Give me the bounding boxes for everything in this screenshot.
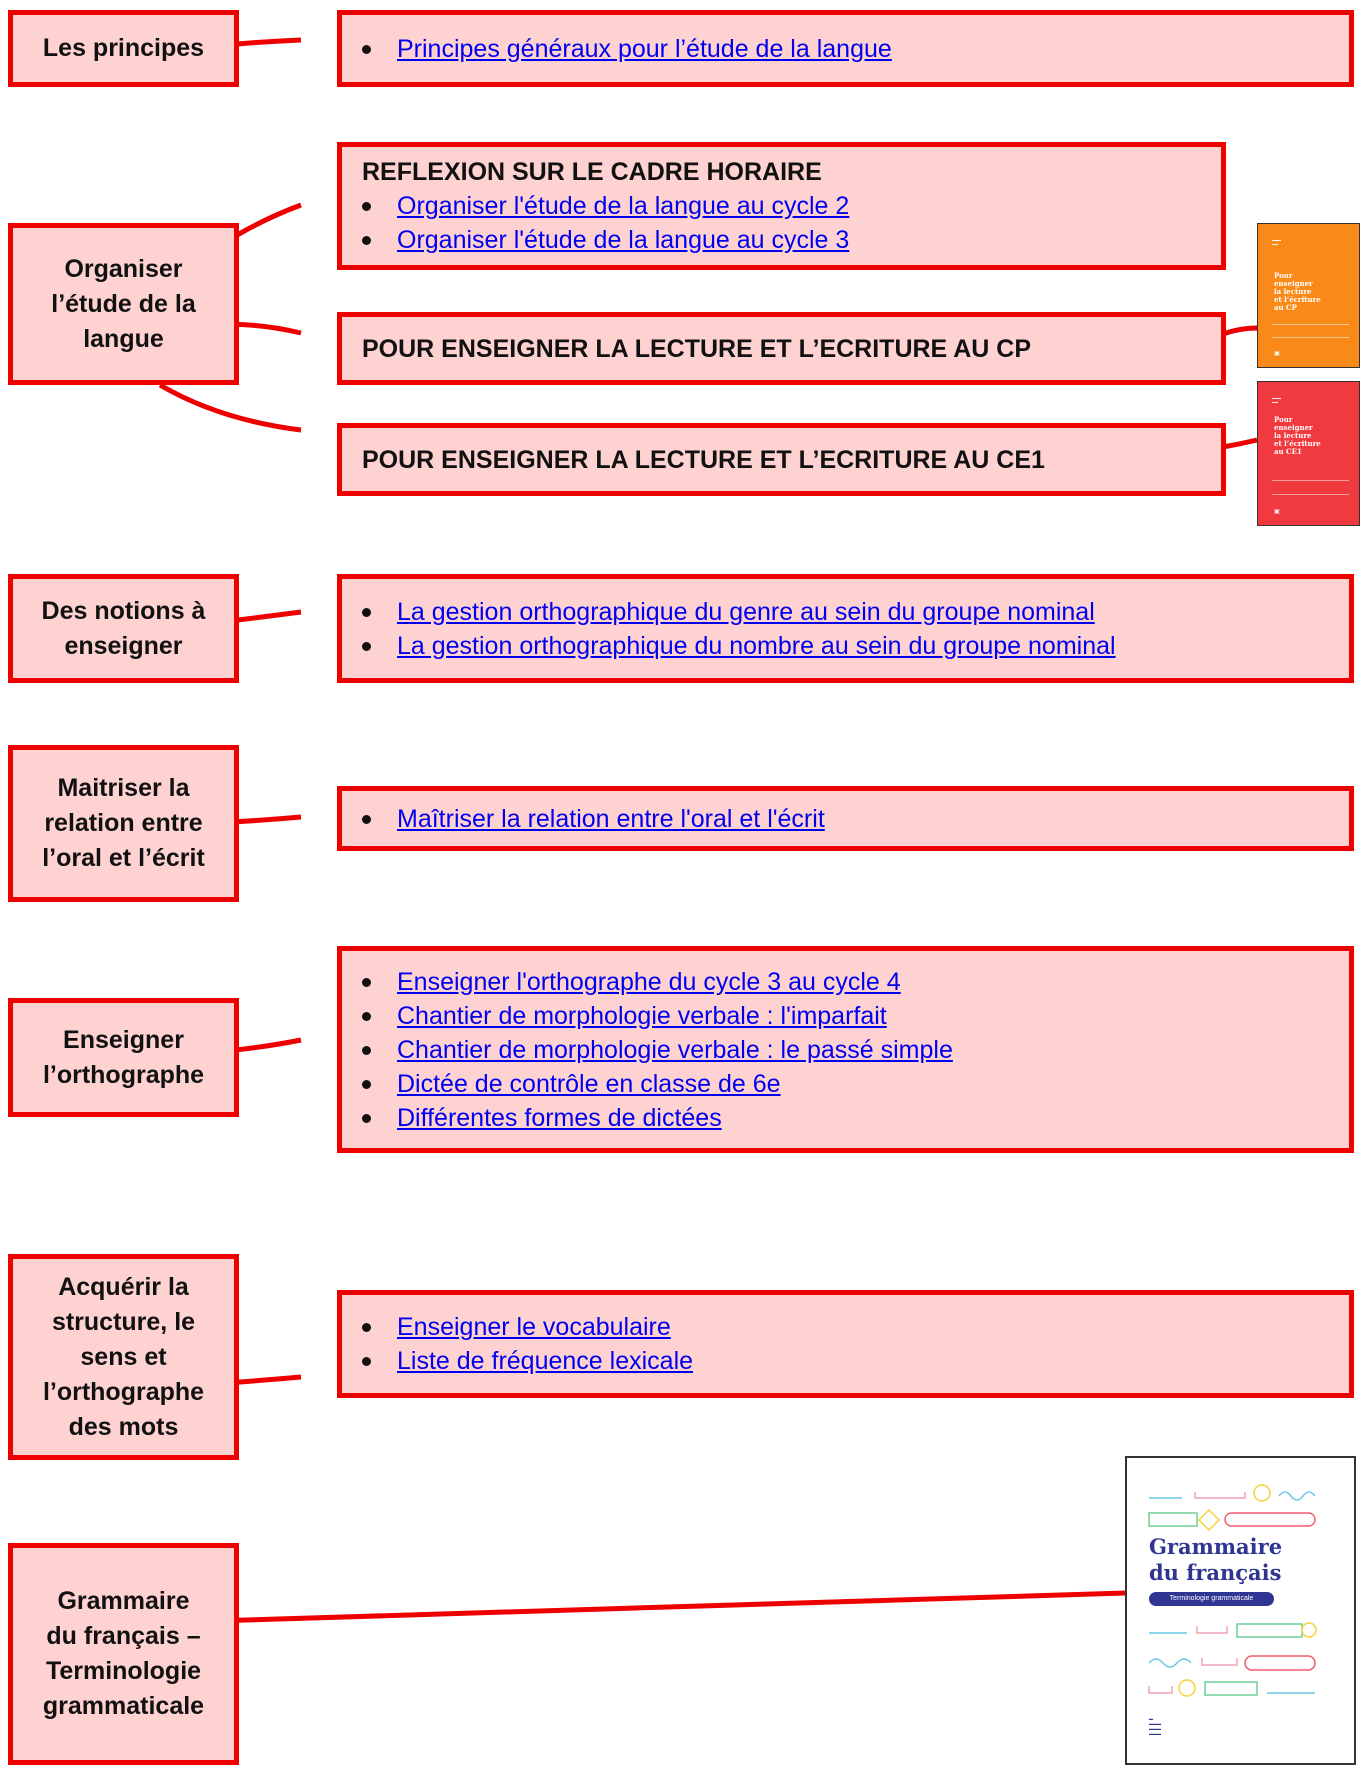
link-formes-dictees[interactable]: Différentes formes de dictées bbox=[397, 1103, 722, 1132]
cover-ce1-image[interactable]: ▬▬▬▬▬ Pour enseigner la lecture et l’écr… bbox=[1257, 381, 1360, 526]
list-item: La gestion orthographique du genre au se… bbox=[362, 595, 1349, 629]
list-item: Maîtriser la relation entre l'oral et l'… bbox=[362, 802, 1349, 836]
links-horaire: REFLEXION SUR LE CADRE HORAIRE Organiser… bbox=[337, 142, 1226, 270]
list-item: Chantier de morphologie verbale : l'impa… bbox=[362, 999, 1349, 1033]
list-item: Enseigner l'orthographe du cycle 3 au cy… bbox=[362, 965, 1349, 999]
link-genre-groupe-nominal[interactable]: La gestion orthographique du genre au se… bbox=[397, 597, 1095, 626]
cover-grammaire-pill: Terminologie grammaticale bbox=[1149, 1592, 1274, 1606]
links-relation: Maîtriser la relation entre l'oral et l'… bbox=[337, 786, 1354, 851]
link-morphologie-imparfait[interactable]: Chantier de morphologie verbale : l'impa… bbox=[397, 1001, 887, 1030]
link-relation-oral-ecrit[interactable]: Maîtriser la relation entre l'oral et l'… bbox=[397, 804, 825, 833]
cover-cp-title: Pour enseigner la lecture et l’écriture … bbox=[1274, 271, 1321, 312]
links-notions: La gestion orthographique du genre au se… bbox=[337, 574, 1354, 683]
label-principes: Les principes bbox=[8, 10, 239, 87]
list-item: La gestion orthographique du nombre au s… bbox=[362, 629, 1349, 663]
link-frequence-lexicale[interactable]: Liste de fréquence lexicale bbox=[397, 1347, 694, 1375]
cover-ce1-title: Pour enseigner la lecture et l’écriture … bbox=[1274, 415, 1321, 456]
connector-grammaire bbox=[212, 1590, 1126, 1624]
cover-grammaire-logo: ▬▬▬▬▬▬▬▬▬▬ bbox=[1149, 1716, 1161, 1736]
list-item: Dictée de contrôle en classe de 6e bbox=[362, 1067, 1349, 1101]
label-principes-text: Les principes bbox=[42, 34, 205, 62]
heading-cadre-horaire: REFLEXION SUR LE CADRE HORAIRE bbox=[362, 158, 822, 186]
connector-cp-cover bbox=[1222, 325, 1258, 337]
label-grammaire: Grammaire du français – Terminologie gra… bbox=[8, 1543, 239, 1765]
link-organiser-cycle-3[interactable]: Organiser l'étude de la langue au cycle … bbox=[397, 226, 850, 254]
connector-ce1-cover bbox=[1222, 437, 1258, 450]
banner-lecture-cp[interactable]: POUR ENSEIGNER LA LECTURE ET L’ECRITURE … bbox=[337, 312, 1226, 385]
links-mots: Enseigner le vocabulaire Liste de fréque… bbox=[337, 1290, 1354, 1398]
banner-lecture-ce1[interactable]: POUR ENSEIGNER LA LECTURE ET L’ECRITURE … bbox=[337, 423, 1226, 496]
link-principes-generaux[interactable]: Principes généraux pour l’étude de la la… bbox=[397, 34, 892, 63]
list-item: Organiser l'étude de la langue au cycle … bbox=[362, 189, 1221, 223]
cover-cp-image[interactable]: ▬▬▬▬▬ Pour enseigner la lecture et l’écr… bbox=[1257, 223, 1360, 368]
links-orthographe: Enseigner l'orthographe du cycle 3 au cy… bbox=[337, 946, 1354, 1153]
list-item: Chantier de morphologie verbale : le pas… bbox=[362, 1033, 1349, 1067]
list-item: Enseigner le vocabulaire bbox=[362, 1310, 1349, 1344]
cover-grammaire-image[interactable]: Grammaire du français Terminologie gramm… bbox=[1125, 1456, 1356, 1765]
list-item: Principes généraux pour l’étude de la la… bbox=[362, 32, 1349, 66]
list-item: Différentes formes de dictées bbox=[362, 1101, 1349, 1135]
list-item: Organiser l'étude de la langue au cycle … bbox=[362, 223, 1221, 257]
cover-grammaire-title: Grammaire du français bbox=[1149, 1534, 1283, 1585]
label-relation: Maitriser la relation entre l’oral et l’… bbox=[8, 745, 239, 902]
link-morphologie-passe-simple[interactable]: Chantier de morphologie verbale : le pas… bbox=[397, 1035, 953, 1064]
label-notions: Des notions à enseigner bbox=[8, 574, 239, 683]
connector-ce1 bbox=[158, 382, 302, 433]
links-principes: Principes généraux pour l’étude de la la… bbox=[337, 10, 1354, 87]
link-organiser-cycle-2[interactable]: Organiser l'étude de la langue au cycle … bbox=[397, 192, 850, 220]
list-item: Liste de fréquence lexicale bbox=[362, 1344, 1349, 1378]
link-orthographe-cycle-3-4[interactable]: Enseigner l'orthographe du cycle 3 au cy… bbox=[397, 967, 901, 996]
decorative-shapes bbox=[1148, 1484, 1317, 1697]
link-enseigner-vocabulaire[interactable]: Enseigner le vocabulaire bbox=[397, 1313, 671, 1341]
link-dictee-controle-6e[interactable]: Dictée de contrôle en classe de 6e bbox=[397, 1069, 781, 1098]
label-mots: Acquérir la structure, le sens et l’orth… bbox=[8, 1254, 239, 1460]
link-nombre-groupe-nominal[interactable]: La gestion orthographique du nombre au s… bbox=[397, 631, 1116, 660]
label-orthographe: Enseigner l’orthographe bbox=[8, 998, 239, 1117]
label-organiser: Organiser l’étude de la langue bbox=[8, 223, 239, 385]
